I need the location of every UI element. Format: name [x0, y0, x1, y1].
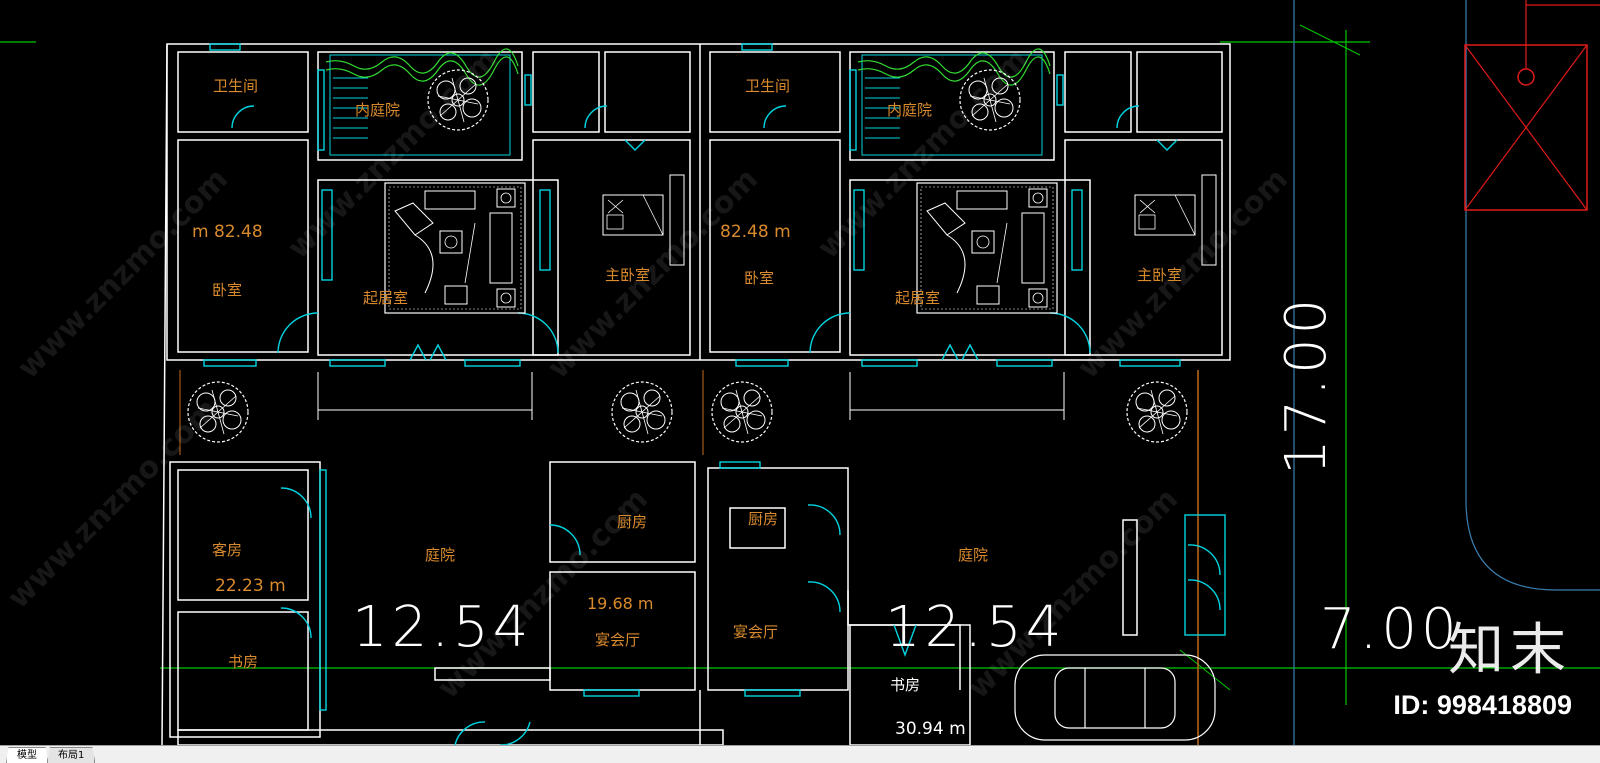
room-label-bath-1: 卫生间 [213, 77, 258, 95]
bedroom-area-1: m 82.48 [192, 222, 263, 242]
walls [161, 43, 1231, 745]
dim-courtyard-width-2: 12.54 [885, 595, 1065, 660]
dim-height-17: 17.00 [1274, 295, 1339, 475]
inner-courtyard-stairs [329, 54, 1043, 156]
room-label-master-1: 主卧室 [605, 266, 650, 284]
cad-drawing-canvas[interactable]: www.znzmo.com www.znzmo.com www.znzmo.co… [0, 0, 1600, 745]
banquet-area: 19.68 m [587, 594, 653, 613]
room-labels: 卫生间 卫生间 内庭院 内庭院 m 82.48 82.48 m 卧室 卧室 起居… [192, 77, 1182, 739]
room-label-courtyard-2: 庭院 [958, 546, 988, 564]
svg-text:www.znzmo.com: www.znzmo.com [811, 42, 1035, 266]
room-label-bath-2: 卫生间 [745, 77, 790, 95]
svg-text:www.znzmo.com: www.znzmo.com [1, 392, 225, 616]
guest-area: 22.23 m [215, 576, 286, 596]
tab-layout1[interactable]: 布局1 [47, 747, 96, 763]
room-label-kitchen-1: 厨房 [617, 513, 647, 531]
room-label-kitchen-2: 厨房 [748, 510, 778, 528]
furniture [317, 174, 1217, 420]
dim-courtyard-width-1: 12.54 [352, 595, 532, 660]
room-label-master-2: 主卧室 [1137, 266, 1182, 284]
dimension-labels: 12.54 12.54 7.00 17.00 [352, 295, 1461, 662]
study-area: 30.94 m [895, 719, 966, 739]
red-box [1464, 0, 1600, 211]
room-label-study-1: 书房 [228, 653, 258, 671]
axis-lines [0, 0, 1600, 745]
dim-width-7: 7.00 [1320, 597, 1461, 662]
room-label-banquet-2: 宴会厅 [733, 623, 778, 641]
room-label-courtyard-1: 庭院 [425, 546, 455, 564]
car [1014, 654, 1216, 741]
layout-tab-bar: 模型 布局1 [0, 745, 1600, 763]
room-label-inner-courtyard-1: 内庭院 [355, 101, 400, 119]
bedroom-area-2: 82.48 m [720, 222, 791, 242]
windows-doors [203, 43, 1226, 745]
room-label-living-1: 起居室 [363, 289, 408, 307]
brand-id: ID: 998418809 [1393, 690, 1572, 720]
plant-strip [325, 48, 1051, 86]
tab-model[interactable]: 模型 [6, 747, 48, 763]
room-label-bedroom-2: 卧室 [744, 269, 774, 287]
room-label-study-2: 书房 [890, 676, 920, 694]
svg-text:www.znzmo.com: www.znzmo.com [281, 42, 505, 266]
room-label-inner-courtyard-2: 内庭院 [887, 101, 932, 119]
brand-watermark: 知末 ID: 998418809 [1362, 620, 1572, 740]
room-label-guest: 客房 [212, 541, 242, 559]
room-label-living-2: 起居室 [895, 289, 940, 307]
svg-text:www.znzmo.com: www.znzmo.com [961, 482, 1185, 706]
room-label-bedroom-1: 卧室 [212, 281, 242, 299]
room-label-banquet-1: 宴会厅 [595, 631, 640, 649]
brand-logo: 知末 [1448, 618, 1572, 683]
